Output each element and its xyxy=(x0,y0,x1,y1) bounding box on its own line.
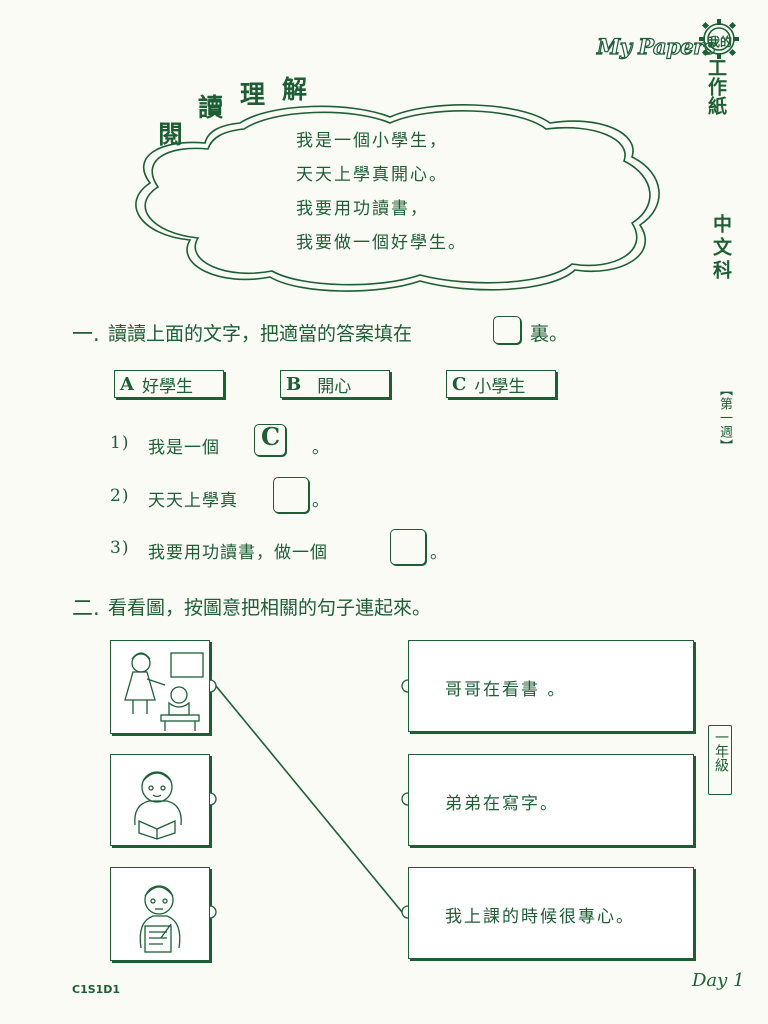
option-letter: C xyxy=(452,373,467,395)
picture-box-1 xyxy=(110,640,210,734)
day-label: Day 1 xyxy=(692,970,745,991)
subject-label: 中文科 xyxy=(710,214,732,283)
connector-dot-picture-3 xyxy=(209,905,217,919)
answer-1-value: C xyxy=(260,422,281,451)
brand-logo-text: My Papers xyxy=(596,33,716,59)
option-b: B 開心 xyxy=(280,370,390,398)
answer-box-1[interactable] xyxy=(254,424,286,456)
option-text: 好學生 xyxy=(141,376,193,397)
picture-box-2 xyxy=(110,754,210,846)
connector-dot-picture-2 xyxy=(209,792,217,806)
week-label: 【第一週】 xyxy=(717,383,732,453)
sentence-box-3: 我上課的時候很專心。 xyxy=(408,867,694,959)
part2-instruction: 看看圖，按圖意把相關的句子連起來。 xyxy=(108,597,432,619)
poem-line: 我是一個小學生， xyxy=(296,131,448,151)
grade-label: 一年級 xyxy=(713,730,729,772)
boy-writing-icon xyxy=(139,885,181,953)
sentence-text: 我上課的時候很專心。 xyxy=(445,907,635,927)
gear-logo-icon xyxy=(699,19,739,59)
poem-line: 我要做一個好學生。 xyxy=(296,233,467,253)
option-text: 開心 xyxy=(317,376,352,397)
sentence-box-2: 弟弟在寫字。 xyxy=(408,754,694,846)
worksheet-title-vertical: 工作紙 xyxy=(705,58,727,115)
sentence-text: 哥哥在看書 。 xyxy=(445,680,567,700)
part1-instruction-end: 裏。 xyxy=(530,323,569,345)
connector-dot-sentence-2 xyxy=(401,792,409,806)
title-char-3: 理 xyxy=(240,80,266,109)
item-number: 3) xyxy=(110,538,130,558)
item-text: 我要用功讀書，做一個 xyxy=(148,543,328,563)
answer-box-2[interactable] xyxy=(273,477,309,513)
match-line xyxy=(215,685,403,913)
option-letter: B xyxy=(286,373,302,395)
item-suffix: 。 xyxy=(312,438,330,458)
poem-line: 天天上學真開心。 xyxy=(296,165,448,185)
boy-reading-icon xyxy=(134,771,182,840)
logo-gear-label: 我的 xyxy=(707,35,732,49)
poem-line: 我要用功讀書， xyxy=(296,199,429,219)
item-suffix: 。 xyxy=(312,491,330,511)
cloud-frame xyxy=(135,104,660,292)
connector-dot-sentence-1 xyxy=(401,679,409,693)
item-suffix: 。 xyxy=(430,543,448,563)
title-char-2: 讀 xyxy=(198,93,224,122)
part1-instruction: 讀讀上面的文字，把適當的答案填在 xyxy=(108,323,413,345)
option-c: C 小學生 xyxy=(446,370,556,398)
item-number: 2) xyxy=(110,486,130,506)
sentence-text: 弟弟在寫字。 xyxy=(445,794,559,814)
option-letter: A xyxy=(120,373,134,395)
option-text: 小學生 xyxy=(474,376,526,397)
title-char-4: 解 xyxy=(282,75,308,104)
picture-box-3 xyxy=(110,867,210,961)
answer-box-3[interactable] xyxy=(390,529,426,565)
teacher-and-student-icon xyxy=(124,652,204,731)
grade-box xyxy=(708,725,732,795)
title-char-1: 閱 xyxy=(158,120,184,149)
connector-dot-sentence-3 xyxy=(401,905,409,919)
item-text: 天天上學真 xyxy=(148,491,238,511)
item-text: 我是一個 xyxy=(148,438,220,458)
sentence-box-1: 哥哥在看書 。 xyxy=(408,640,694,732)
part2-number: 二. xyxy=(72,596,100,620)
answer-box-example xyxy=(493,316,521,344)
page-code: C1S1D1 xyxy=(72,983,121,996)
item-number: 1) xyxy=(110,433,130,453)
option-a: A 好學生 xyxy=(114,370,224,398)
connector-dot-picture-1 xyxy=(209,679,217,693)
part1-number: 一. xyxy=(72,322,100,346)
